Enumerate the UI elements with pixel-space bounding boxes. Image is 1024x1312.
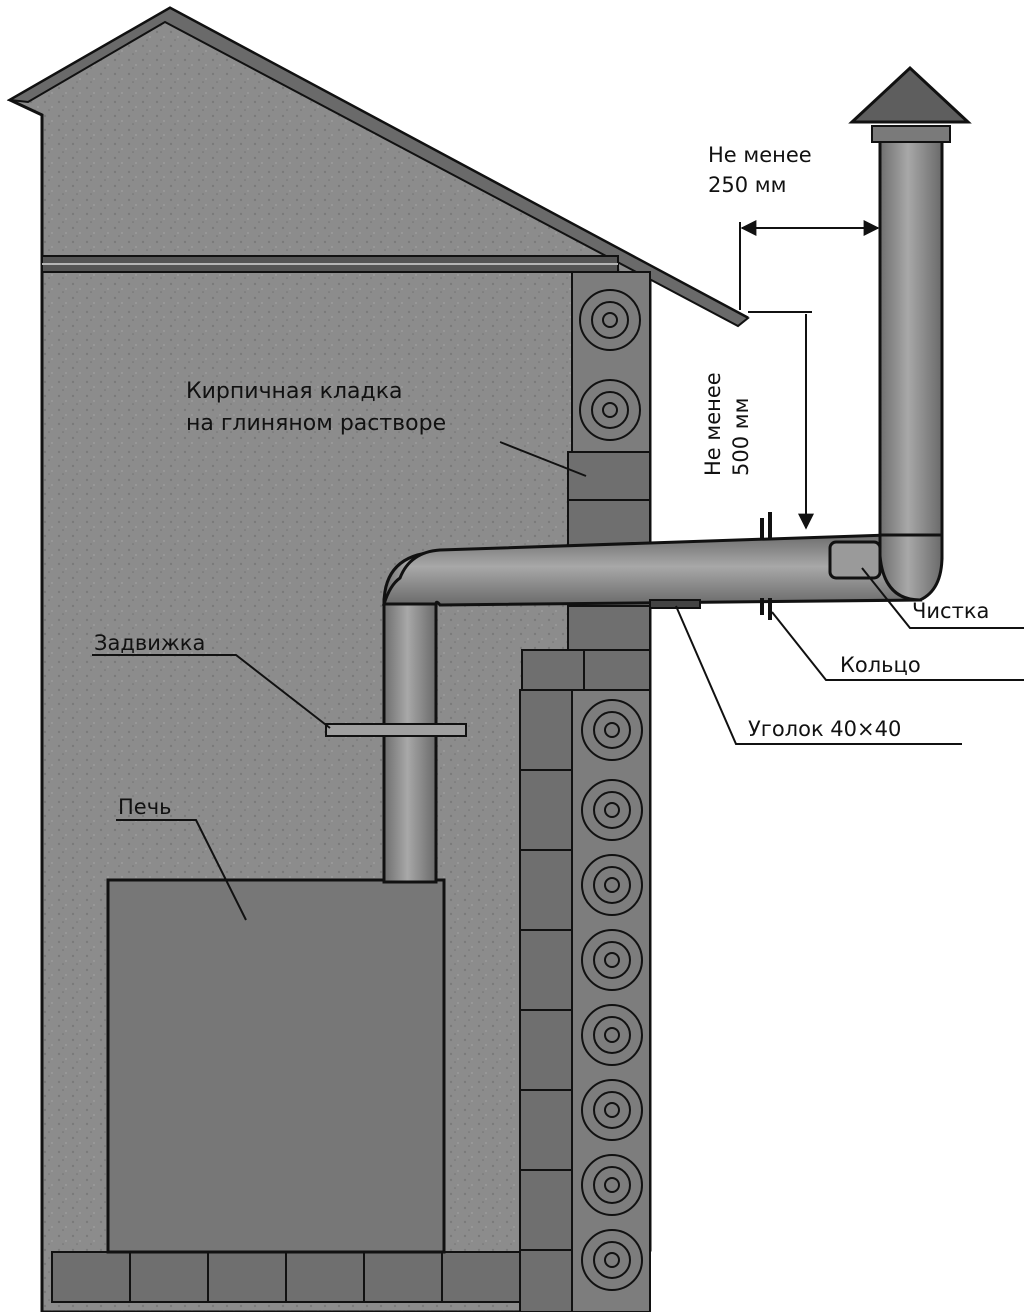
leader-cleanout xyxy=(861,567,1024,629)
log-ring xyxy=(581,1154,643,1216)
angle-bracket xyxy=(649,599,701,609)
label-masonry-line1: Кирпичная кладка xyxy=(186,379,402,404)
leader-lines xyxy=(92,441,1024,921)
brick-column xyxy=(519,689,573,1312)
log-rings xyxy=(579,289,643,1291)
leader-angle xyxy=(675,605,962,745)
chimney-pipe xyxy=(878,136,944,602)
label-stove: Печь xyxy=(118,795,172,819)
label-clearance-v-line2: 500 мм xyxy=(729,398,753,476)
log-ring xyxy=(581,929,643,991)
floor-bricks xyxy=(51,1251,521,1303)
cleanout-door xyxy=(828,540,882,580)
label-clearance-v-line1: Не менее xyxy=(701,372,725,476)
label-angle: Уголок 40×40 xyxy=(748,717,901,741)
label-clearance-h-line2: 250 мм xyxy=(708,173,786,197)
log-ring xyxy=(579,379,641,441)
leader-masonry xyxy=(499,441,587,477)
label-clearance-h-line1: Не менее xyxy=(708,143,812,167)
log-ring xyxy=(581,854,643,916)
log-ring xyxy=(579,289,641,351)
roof-beam xyxy=(41,255,619,273)
label-cleanout: Чистка xyxy=(912,599,989,623)
chimney-cap xyxy=(848,65,972,143)
log-ring xyxy=(581,779,643,841)
dimension-vertical xyxy=(748,311,814,530)
leader-damper xyxy=(92,654,331,729)
horizontal-flue-pipe xyxy=(381,533,923,607)
log-ring xyxy=(581,1229,643,1291)
label-ring: Кольцо xyxy=(840,653,921,677)
log-ring xyxy=(581,1079,643,1141)
ring-clamp xyxy=(760,512,772,620)
damper-plate xyxy=(325,723,467,737)
leader-stove xyxy=(116,819,247,921)
label-damper: Задвижка xyxy=(94,631,205,655)
label-masonry-line2: на глиняном растворе xyxy=(186,411,446,436)
stove xyxy=(106,878,446,1254)
log-ring xyxy=(581,699,643,761)
log-ring xyxy=(581,1004,643,1066)
roof-edge xyxy=(6,6,750,328)
dimension-horizontal xyxy=(739,220,880,310)
leader-ring xyxy=(771,611,1024,681)
